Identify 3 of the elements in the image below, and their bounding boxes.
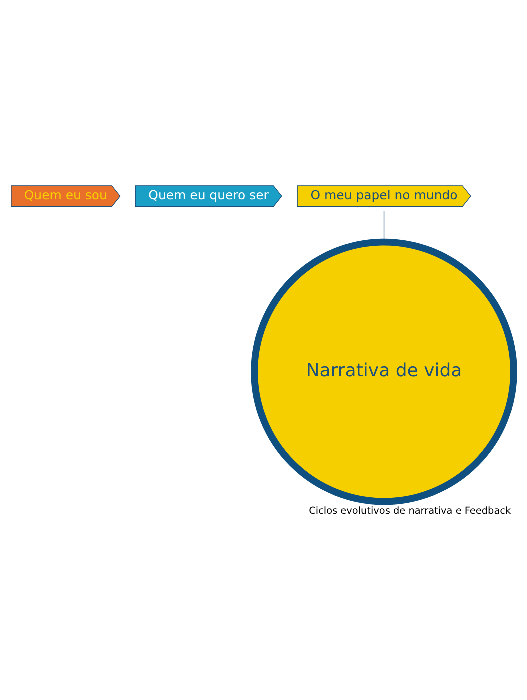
node-circle: Narrativa de vida bbox=[251, 238, 518, 505]
caption: Ciclos evolutivos de narrativa e Feedback bbox=[309, 505, 512, 516]
connector bbox=[384, 210, 385, 240]
